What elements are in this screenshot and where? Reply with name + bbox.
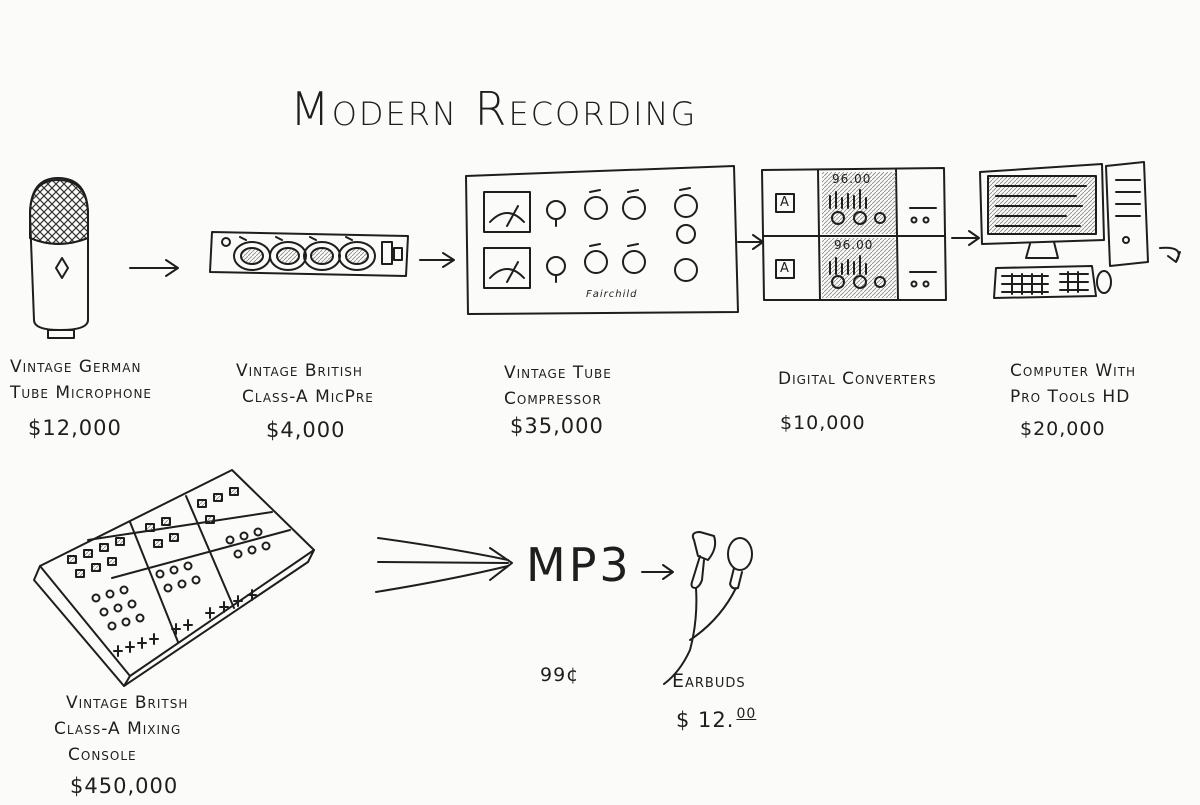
microphone-icon [29, 177, 89, 339]
converter-badge-2: A [780, 261, 789, 276]
console-price: $450,000 [70, 774, 179, 798]
converter-display-2: 96.00 [834, 238, 874, 252]
console-label-line-2: Class-A Mixing [54, 719, 182, 739]
microphone-label-line-2: Tube Microphone [10, 383, 153, 403]
computer-price: $20,000 [1020, 418, 1106, 440]
converters-price: $10,000 [780, 412, 866, 434]
mp3-price: 99¢ [540, 664, 580, 686]
computer-label: Computer With Pro Tools HD [1010, 358, 1136, 410]
console-label-line-1: Vintage Britsh [66, 693, 189, 713]
converters-label: Digital Converters [778, 366, 937, 392]
compressor-label: Vintage Tube Compressor [504, 360, 612, 412]
arrow-icon [951, 230, 980, 246]
microphone-price: $12,000 [28, 416, 122, 440]
computer-label-line-2: Pro Tools HD [1010, 387, 1131, 407]
console-label-line-3: Console [68, 745, 137, 765]
earbuds-price-main: $ 12. [676, 708, 735, 732]
micpre-label-line-2: Class-A MicPre [242, 387, 374, 407]
micpre-label-line-1: Vintage British [236, 361, 363, 381]
compressor-icon [465, 165, 739, 315]
micpre-price: $4,000 [266, 418, 346, 442]
earbuds-price: $ 12.00 [676, 706, 756, 732]
arrow-icon [129, 259, 179, 277]
converters-icon [761, 167, 947, 301]
compressor-label-line-1: Vintage Tube [504, 363, 612, 383]
compressor-brand: Fairchild [586, 289, 638, 300]
arrow-icon [641, 564, 674, 580]
mixing-console-icon [33, 469, 315, 687]
microphone-label-line-1: Vintage German [10, 357, 142, 377]
micpre-label: Vintage British Class-A MicPre [236, 358, 374, 410]
earbuds-label-line-1: Earbuds [672, 670, 746, 692]
compressor-label-line-2: Compressor [504, 389, 602, 409]
microphone-label: Vintage German Tube Microphone [10, 354, 152, 406]
computer-icon [979, 161, 1181, 299]
converter-display-1: 96.00 [832, 172, 872, 186]
page-title: Modern Recording [290, 82, 698, 136]
earbuds-label: Earbuds [672, 668, 746, 694]
converter-badge-1: A [780, 195, 789, 210]
console-label: Vintage Britsh Class-A Mixing Console [54, 690, 188, 768]
earbuds-icon [663, 531, 753, 685]
micpre-rack-icon [209, 231, 409, 277]
mp3-label: MP3 [526, 538, 632, 592]
long-arrow-icon [375, 537, 513, 593]
computer-label-line-1: Computer With [1010, 361, 1137, 381]
converters-label-line-1: Digital Converters [778, 369, 937, 389]
arrow-icon [737, 234, 764, 250]
arrow-icon [419, 252, 455, 268]
compressor-price: $35,000 [510, 414, 604, 438]
earbuds-price-cents: 00 [736, 706, 757, 722]
